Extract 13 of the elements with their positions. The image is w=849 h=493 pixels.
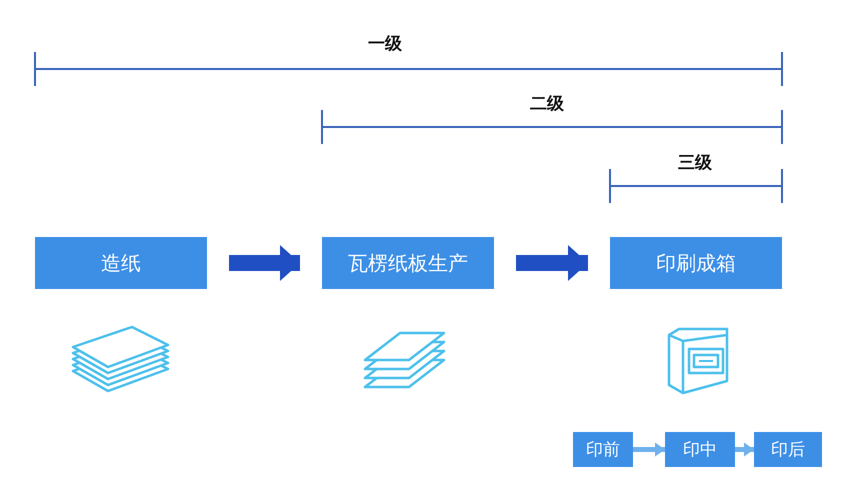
process-box: 印前 bbox=[573, 432, 633, 467]
process-box: 印后 bbox=[754, 432, 822, 467]
process-box: 印刷成箱 bbox=[610, 237, 782, 289]
process-box: 瓦楞纸板生产 bbox=[322, 237, 494, 289]
level-label: 二级 bbox=[530, 93, 564, 115]
process-box: 造纸 bbox=[35, 237, 207, 289]
level-label: 三级 bbox=[678, 152, 712, 174]
arrow bbox=[633, 442, 665, 456]
arrow bbox=[735, 442, 754, 456]
arrow bbox=[229, 245, 300, 281]
process-box: 印中 bbox=[665, 432, 735, 467]
arrow bbox=[516, 245, 588, 281]
level-label: 一级 bbox=[368, 33, 402, 55]
